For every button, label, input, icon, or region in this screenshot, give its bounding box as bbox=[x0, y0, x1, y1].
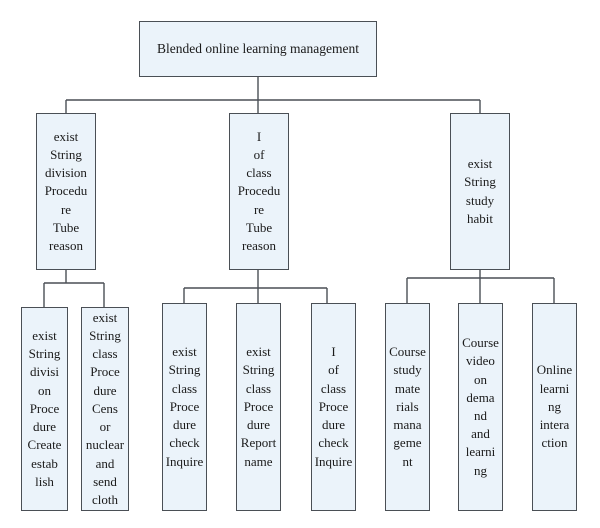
connector-root bbox=[65, 77, 481, 113]
node-level2-5: I of class Proce dure check Inquire bbox=[311, 303, 356, 511]
node-label: I of class Procedu re Tube reason bbox=[237, 128, 281, 253]
root-label: Blended online learning management bbox=[156, 40, 360, 56]
node-label: exist String study habit bbox=[464, 156, 496, 226]
node-level2-2: exist String class Proce dure Cens or nu… bbox=[81, 307, 129, 511]
connector-l1-3 bbox=[406, 270, 555, 303]
node-label: Course video on dema nd and learni ng bbox=[462, 335, 499, 478]
connector-l1-1 bbox=[43, 270, 105, 307]
node-level2-7: Course video on dema nd and learni ng bbox=[458, 303, 503, 511]
node-label: exist String class Proce dure Report nam… bbox=[240, 344, 277, 469]
node-level2-1: exist String divisi on Proce dure Create… bbox=[21, 307, 68, 511]
node-level2-4: exist String class Proce dure Report nam… bbox=[236, 303, 281, 511]
node-label: I of class Proce dure check Inquire bbox=[314, 344, 353, 469]
node-label: exist String divisi on Proce dure Create… bbox=[27, 328, 62, 489]
node-label: exist String class Proce dure Cens or nu… bbox=[85, 309, 125, 507]
node-level1-1: exist String division Procedu re Tube re… bbox=[36, 113, 96, 270]
node-label: Course study mate rials mana geme nt bbox=[389, 344, 426, 469]
node-label: exist String class Proce dure check Inqu… bbox=[165, 344, 204, 469]
node-level2-6: Course study mate rials mana geme nt bbox=[385, 303, 430, 511]
node-level2-8: Online learni ng intera ction bbox=[532, 303, 577, 511]
node-level1-2: I of class Procedu re Tube reason bbox=[229, 113, 289, 270]
connector-l1-2 bbox=[183, 270, 328, 303]
root-node: Blended online learning management bbox=[139, 21, 377, 77]
node-level1-3: exist String study habit bbox=[450, 113, 510, 270]
node-level2-3: exist String class Proce dure check Inqu… bbox=[162, 303, 207, 511]
node-label: exist String division Procedu re Tube re… bbox=[44, 128, 88, 253]
node-label: Online learni ng intera ction bbox=[536, 362, 573, 451]
